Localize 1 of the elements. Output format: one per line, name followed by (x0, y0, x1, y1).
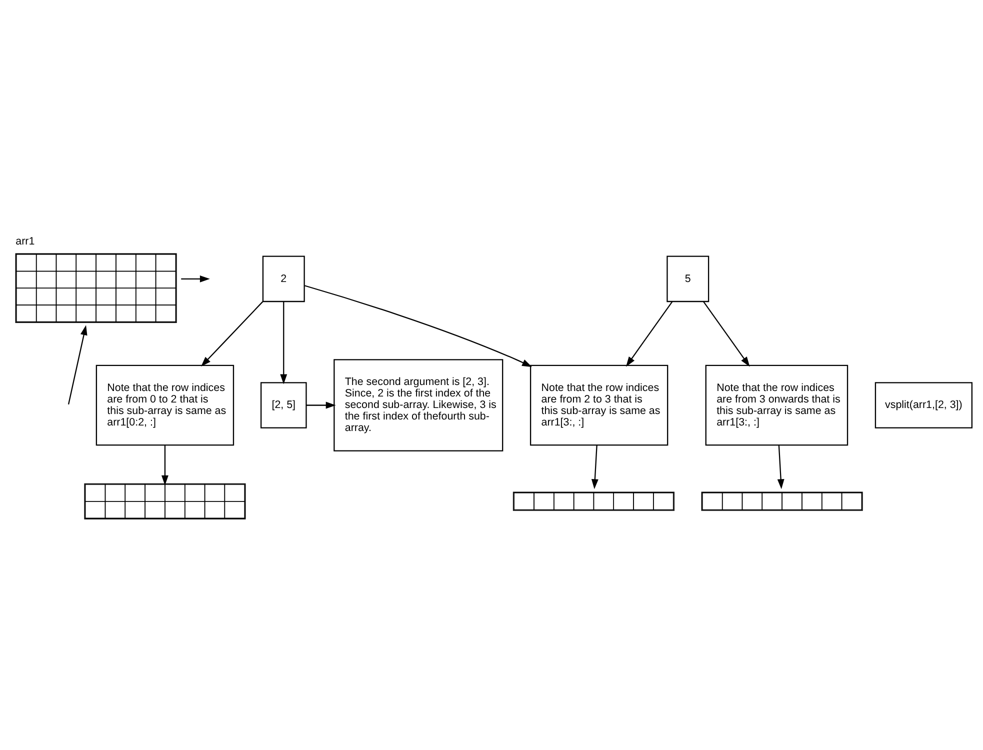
node-label: arr1 (16, 236, 35, 248)
